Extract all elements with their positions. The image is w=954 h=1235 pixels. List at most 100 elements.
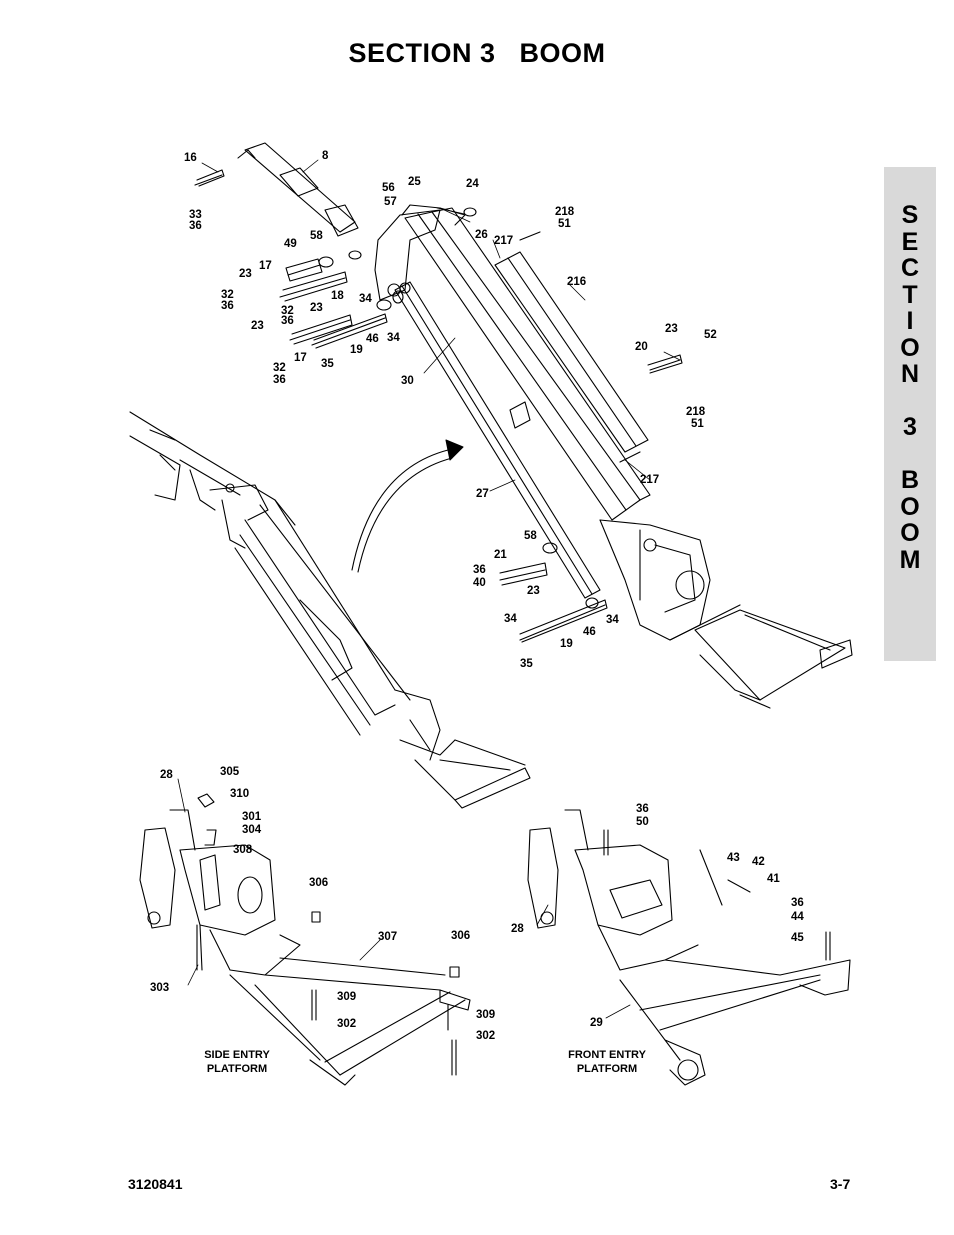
callout: 306: [309, 877, 328, 889]
callout: 58: [310, 230, 323, 242]
callout: 27: [476, 488, 489, 500]
callout: 32: [273, 362, 286, 374]
callout: 51: [558, 218, 571, 230]
tab-letter: I: [906, 307, 914, 335]
side-entry-caption: PLATFORM: [207, 1063, 267, 1075]
page-title: SECTION 3 BOOM: [0, 38, 954, 69]
callout: 46: [583, 626, 596, 638]
page-number: 3-7: [830, 1176, 851, 1192]
callout: 45: [791, 932, 804, 944]
tab-letter: O: [900, 333, 920, 362]
callout: 32: [281, 305, 294, 317]
callout: 23: [239, 268, 252, 280]
tab-letter: 3: [903, 413, 917, 441]
callout: 23: [310, 302, 323, 314]
callout: 43: [727, 852, 740, 864]
callout: 303: [150, 982, 169, 994]
callout: 23: [527, 585, 540, 597]
side-entry-platform: [139, 793, 471, 1086]
callout: 40: [473, 577, 486, 589]
callout: 216: [567, 276, 586, 288]
callout: 18: [331, 290, 344, 302]
tab-letter: E: [901, 227, 919, 256]
callout: 23: [665, 323, 678, 335]
callout: 58: [524, 530, 537, 542]
front-entry-caption: FRONT ENTRY: [568, 1049, 646, 1061]
callout: 35: [520, 658, 533, 670]
tab-letter: O: [900, 492, 920, 521]
callout: 307: [378, 931, 397, 943]
document-number: 3120841: [128, 1176, 183, 1192]
callout: 304: [242, 824, 262, 836]
front-entry-caption: PLATFORM: [577, 1063, 637, 1075]
callout: 308: [233, 844, 253, 856]
callout: 36: [473, 564, 486, 576]
tab-letter: T: [902, 280, 918, 309]
callout: 51: [691, 418, 704, 430]
callout: 20: [635, 341, 648, 353]
callout: 42: [752, 856, 765, 868]
callout: 35: [321, 358, 334, 370]
callout: 302: [337, 1018, 356, 1030]
callout: 34: [606, 614, 619, 626]
tab-letter: B: [900, 466, 920, 494]
line-art: [129, 142, 853, 1086]
callout: 302: [476, 1030, 495, 1042]
callout: 217: [494, 235, 513, 247]
callout: 309: [337, 991, 356, 1003]
callout: 57: [384, 196, 397, 208]
tab-letter: S: [901, 201, 919, 229]
callout: 46: [366, 333, 379, 345]
callout: 49: [284, 238, 297, 250]
tab-letter: M: [899, 545, 921, 574]
callout: 26: [475, 229, 488, 241]
leader-lines: [177, 159, 681, 1019]
callout: 28: [511, 923, 524, 935]
callout: 310: [230, 788, 249, 800]
callout: 29: [590, 1017, 603, 1029]
callout: 36: [221, 300, 234, 312]
upper-boom-assembly: [194, 142, 853, 709]
callout: 33: [189, 209, 202, 221]
front-entry-platform: [527, 809, 851, 1086]
callout: 305: [220, 766, 240, 778]
callout: 25: [408, 176, 421, 188]
callout: 44: [791, 911, 804, 923]
callout-labels: 16 8 33 36 56 57 25 24 49 58 26 217 218 …: [150, 150, 804, 1042]
callout: 36: [281, 315, 294, 327]
tab-letter: O: [900, 519, 920, 547]
callout: 34: [387, 332, 400, 344]
callout: 309: [476, 1009, 495, 1021]
callout: 16: [184, 152, 197, 164]
tab-letter: N: [900, 360, 920, 388]
tab-letter: C: [900, 254, 920, 282]
callout: 36: [791, 897, 804, 909]
callout: 306: [451, 930, 470, 942]
platform-captions: SIDE ENTRY PLATFORM FRONT ENTRY PLATFORM: [204, 1049, 646, 1075]
callout: 17: [259, 260, 272, 272]
callout: 32: [221, 289, 234, 301]
callout: 36: [273, 374, 286, 386]
callout: 41: [767, 873, 780, 885]
callout: 34: [359, 293, 372, 305]
callout: 28: [160, 769, 173, 781]
callout: 36: [636, 803, 649, 815]
callout: 30: [401, 375, 414, 387]
callout: 218: [555, 206, 575, 218]
assembled-boom: [129, 411, 531, 809]
section-side-tab: S E C T I O N 3 B O O M: [884, 167, 936, 661]
callout: 218: [686, 406, 706, 418]
callout: 217: [640, 474, 659, 486]
callout: 34: [504, 613, 517, 625]
callout: 36: [189, 220, 202, 232]
section-name: BOOM: [519, 38, 606, 68]
callout: 56: [382, 182, 395, 194]
side-entry-caption: SIDE ENTRY: [204, 1049, 270, 1061]
rotation-arrow: [351, 439, 464, 573]
callout: 8: [322, 150, 329, 162]
callout: 52: [704, 329, 717, 341]
section-label: SECTION 3: [348, 38, 496, 68]
callout: 301: [242, 811, 262, 823]
callout: 19: [350, 344, 363, 356]
